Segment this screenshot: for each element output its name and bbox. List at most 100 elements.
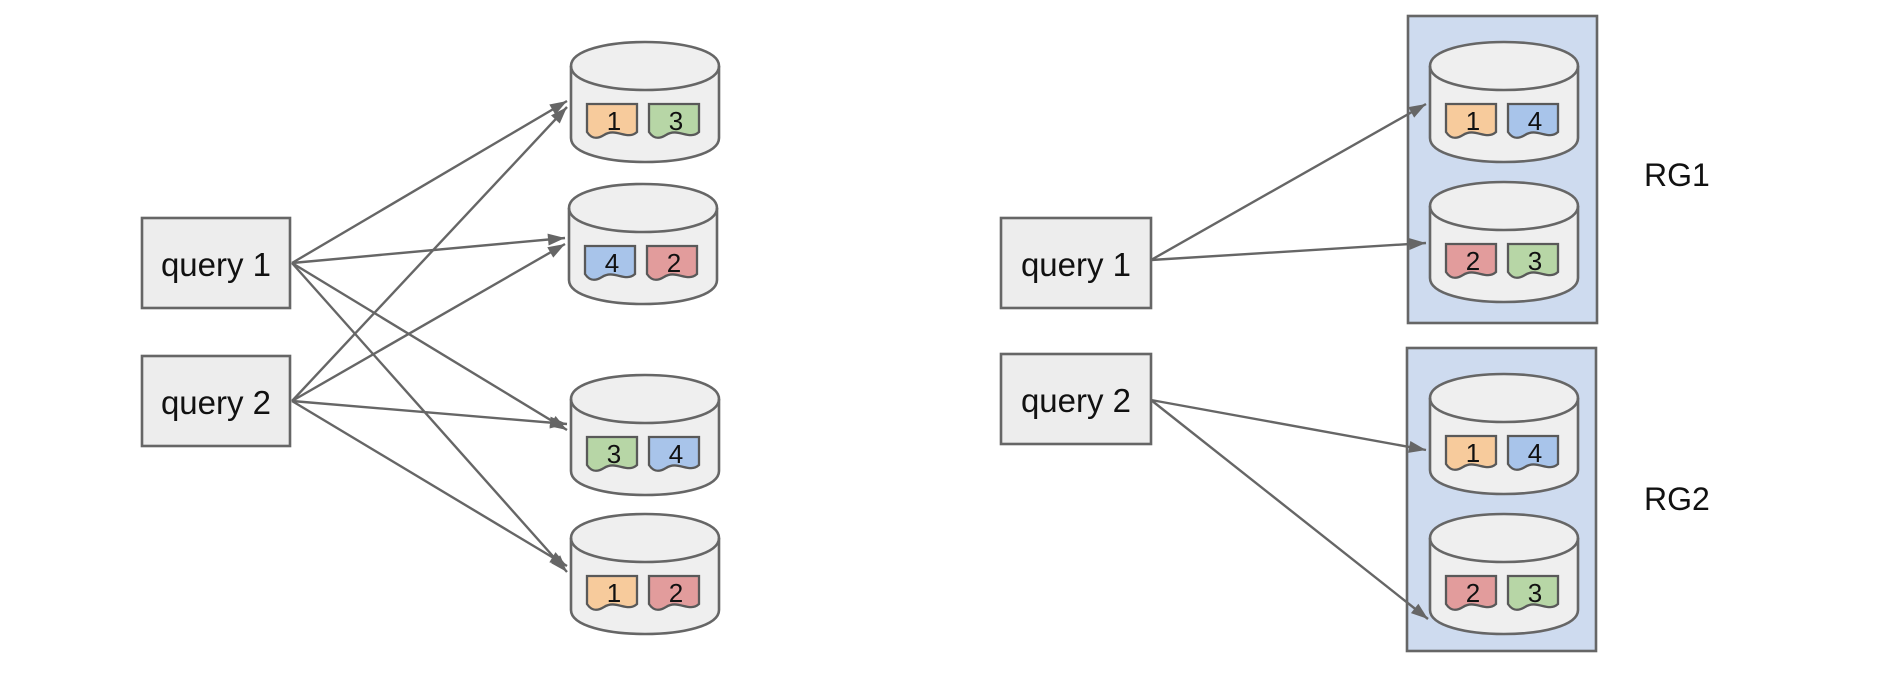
query2-box-right: query 2 xyxy=(999,352,1153,446)
cylinder-rim xyxy=(569,65,721,92)
db-cylinder-left-1: 1 3 xyxy=(569,40,721,164)
db-cylinder-rg1-1: 1 4 xyxy=(1428,40,1580,164)
segment-label: 1 xyxy=(1466,106,1480,136)
segment-chip: 1 xyxy=(585,574,639,611)
segment-label: 1 xyxy=(1466,438,1480,468)
arrow-right-q2-rg2-node1 xyxy=(1150,398,1427,453)
segment-doc-icon xyxy=(645,244,699,281)
segment-chip: 4 xyxy=(583,244,637,281)
segment-chip: 1 xyxy=(1444,102,1498,139)
query1-box-right: query 1 xyxy=(999,216,1153,310)
segment-doc-icon xyxy=(647,574,701,611)
query2-label-right: query 2 xyxy=(1021,382,1131,419)
arrow-right-q1-rg1-node1 xyxy=(1150,102,1427,262)
arrow-left-q2-node2 xyxy=(291,242,566,403)
arrow-left-q2-node1 xyxy=(291,106,568,402)
segment-doc-icon xyxy=(585,102,639,139)
rg1-label: RG1 xyxy=(1644,157,1710,193)
query2-label-left: query 2 xyxy=(161,384,271,421)
segment-label: 3 xyxy=(1528,578,1542,608)
query2-rect-right xyxy=(999,352,1153,446)
segment-chip: 2 xyxy=(1444,574,1498,611)
cylinder-rim xyxy=(1428,397,1580,424)
right-diagram: query 1 query 2 1 4 2 xyxy=(999,14,1710,653)
segment-chip: 4 xyxy=(1506,102,1560,139)
arrow-left-q1-node4 xyxy=(291,262,568,573)
segment-label: 1 xyxy=(607,578,621,608)
segment-label: 3 xyxy=(607,439,621,469)
query1-rect-left xyxy=(140,216,292,310)
segment-doc-icon xyxy=(1444,434,1498,471)
db-cylinder-left-3: 3 4 xyxy=(569,373,721,497)
segment-label: 4 xyxy=(605,248,619,278)
arrow-left-q1-node1 xyxy=(291,99,568,265)
query2-rect-left xyxy=(140,354,292,448)
segment-chip: 4 xyxy=(647,435,701,472)
segment-label: 3 xyxy=(669,106,683,136)
segment-doc-icon xyxy=(1506,434,1560,471)
db-cylinder-rg1-2: 2 3 xyxy=(1428,180,1580,304)
arrow-right-q1-rg1-node2 xyxy=(1150,238,1427,262)
cylinder-rim xyxy=(1428,205,1580,232)
arrow-left-q2-node3 xyxy=(291,399,568,429)
cylinder-body xyxy=(1428,180,1580,304)
cylinder-body xyxy=(1428,372,1580,496)
segment-chip: 2 xyxy=(645,244,699,281)
query2-box-left: query 2 xyxy=(140,354,292,448)
db-cylinder-rg2-1: 1 4 xyxy=(1428,372,1580,496)
segment-chip: 2 xyxy=(1444,242,1498,279)
segment-doc-icon xyxy=(1506,242,1560,279)
segment-chip: 3 xyxy=(1506,242,1560,279)
cylinder-rim xyxy=(569,537,721,564)
cylinder-rim xyxy=(1428,537,1580,564)
segment-doc-icon xyxy=(1444,242,1498,279)
db-cylinder-left-2: 4 2 xyxy=(567,182,719,306)
segment-chip: 2 xyxy=(647,574,701,611)
segment-chip: 3 xyxy=(647,102,701,139)
arrow-left-q1-node2 xyxy=(291,233,566,265)
segment-label: 1 xyxy=(607,106,621,136)
cylinder-rim xyxy=(567,207,719,234)
segment-doc-icon xyxy=(583,244,637,281)
cylinder-rim xyxy=(569,398,721,425)
segment-label: 4 xyxy=(1528,106,1542,136)
segment-label: 3 xyxy=(1528,246,1542,276)
segment-doc-icon xyxy=(1506,574,1560,611)
segment-doc-icon xyxy=(647,435,701,472)
query1-label-left: query 1 xyxy=(161,246,271,283)
left-diagram: query 1 query 2 1 3 4 xyxy=(140,40,721,636)
segment-doc-icon xyxy=(585,574,639,611)
query1-box-left: query 1 xyxy=(140,216,292,310)
cylinder-rim xyxy=(1428,65,1580,92)
segment-doc-icon xyxy=(647,102,701,139)
arrow-left-q2-node4 xyxy=(291,399,568,568)
cylinder-body xyxy=(569,40,721,164)
cylinder-body xyxy=(569,373,721,497)
segment-chip: 3 xyxy=(1506,574,1560,611)
rg2-label: RG2 xyxy=(1644,481,1710,517)
db-cylinder-left-4: 1 2 xyxy=(569,512,721,636)
db-cylinder-rg2-2: 2 3 xyxy=(1428,512,1580,636)
cylinder-body xyxy=(567,182,719,306)
segment-chip: 1 xyxy=(585,102,639,139)
cylinder-body xyxy=(1428,40,1580,164)
segment-label: 4 xyxy=(669,439,683,469)
cylinder-body xyxy=(569,512,721,636)
segment-doc-icon xyxy=(1506,102,1560,139)
segment-chip: 3 xyxy=(585,435,639,472)
arrow-right-q2-rg2-node2 xyxy=(1150,399,1429,620)
segment-label: 2 xyxy=(667,248,681,278)
segment-chip: 1 xyxy=(1444,434,1498,471)
segment-label: 2 xyxy=(1466,578,1480,608)
arrow-left-q1-node3 xyxy=(291,261,568,432)
segment-label: 2 xyxy=(669,578,683,608)
segment-doc-icon xyxy=(1444,574,1498,611)
query1-rect-right xyxy=(999,216,1153,310)
segment-doc-icon xyxy=(585,435,639,472)
query1-label-right: query 1 xyxy=(1021,246,1131,283)
segment-chip: 4 xyxy=(1506,434,1560,471)
segment-label: 4 xyxy=(1528,438,1542,468)
cylinder-body xyxy=(1428,512,1580,636)
